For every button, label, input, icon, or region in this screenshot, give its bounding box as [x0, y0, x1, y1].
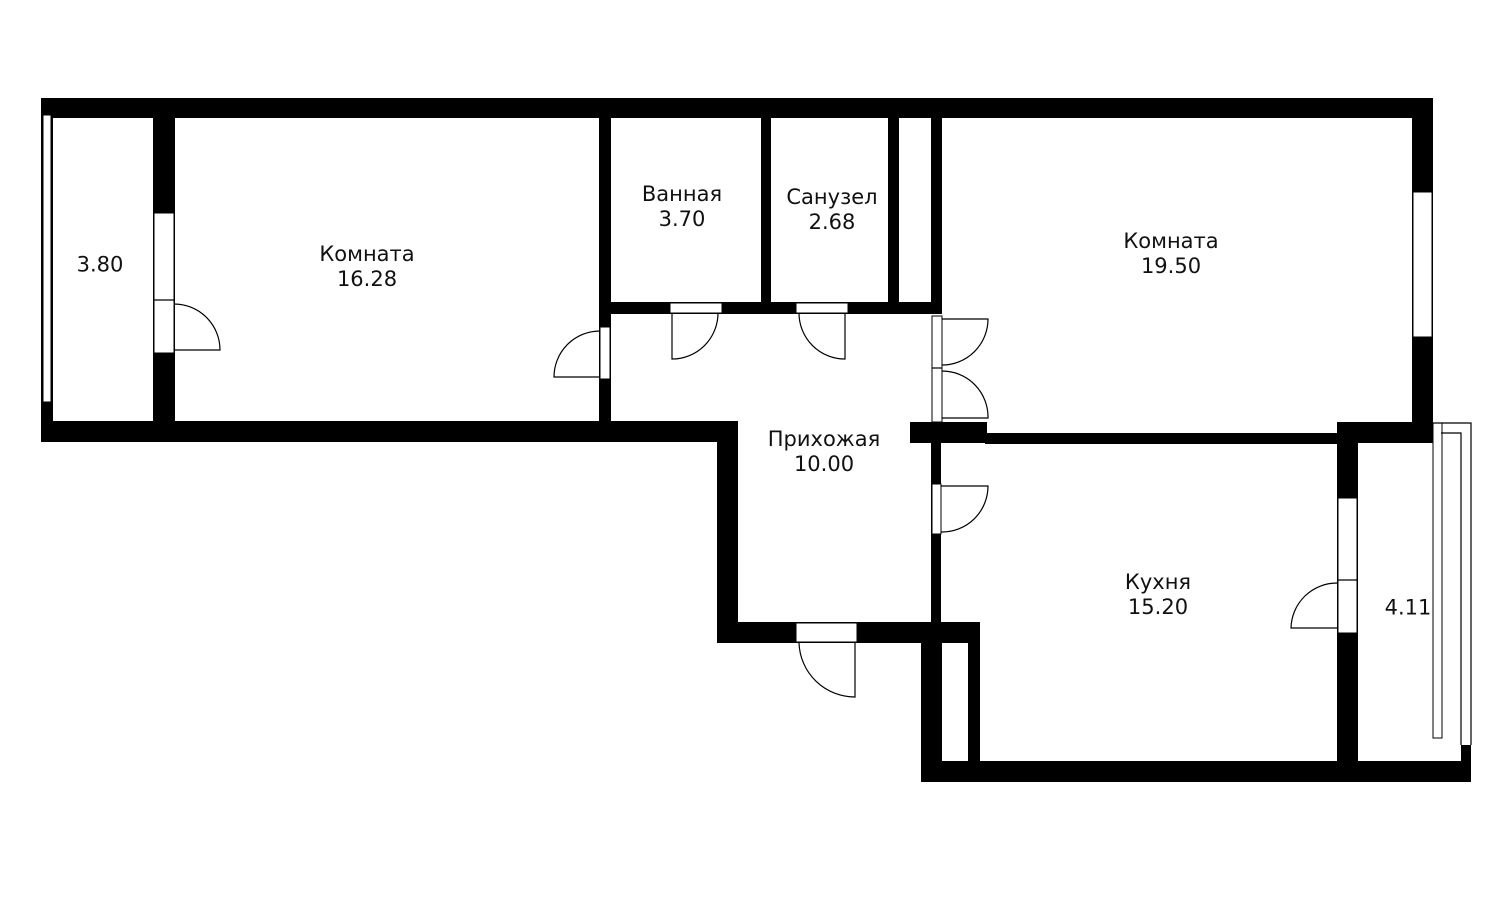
wall-balcony-right-bottom [1461, 745, 1471, 782]
wall-room1-east [599, 98, 611, 432]
wall-bottom-left [41, 421, 738, 442]
room-bedroom-1: Комната 16.28 [319, 242, 414, 292]
door-swing-toilet [798, 312, 846, 360]
door-swing-bath [671, 312, 719, 360]
room-area: 3.80 [76, 252, 124, 277]
room-name: Санузел [786, 185, 878, 209]
window-balcony-right [1432, 422, 1443, 739]
wall-toilet-closet [888, 98, 899, 312]
door-swing-room2-a [941, 318, 989, 366]
wall-niche-inner [968, 622, 980, 772]
wall-niche-outer [921, 622, 942, 782]
door-swing-room1 [553, 330, 601, 378]
wall-room2-kitchen [910, 422, 987, 443]
door-swing-balcony-right [1290, 582, 1338, 629]
wall-bottom-kitchen [921, 761, 1471, 782]
room-area: 2.68 [808, 210, 856, 234]
wall-top [41, 98, 1433, 118]
wall-bath-toilet [761, 98, 771, 312]
room-balcony-right: 4.11 [1385, 596, 1432, 621]
room-name: Комната [319, 242, 415, 266]
door-kitchen-opening [931, 483, 942, 535]
window-balcony-left [42, 114, 52, 403]
door-swing-entrance [798, 642, 856, 698]
door-bath-opening [669, 302, 723, 314]
room-name: Ванная [641, 182, 723, 206]
room-bathroom: Ванная 3.70 [642, 182, 722, 232]
wall-room2-kitchen-right [1338, 422, 1433, 443]
room-area: 10.00 [793, 452, 855, 476]
window-room2 [1412, 191, 1433, 338]
wall-room2-kitchen-thin [985, 433, 1345, 444]
room-area: 3.70 [658, 207, 706, 231]
entrance-door-opening [795, 622, 858, 643]
wall-hall-west [717, 421, 738, 641]
door-room2-opening [931, 315, 943, 423]
room-area: 15.20 [1127, 595, 1189, 619]
wall-room2-west [931, 98, 942, 313]
door-swing-balcony-left [173, 303, 221, 351]
room-hallway: Прихожая 10.00 [768, 427, 880, 477]
room-balcony-left: 3.80 [77, 253, 124, 278]
door-swing-kitchen [940, 485, 989, 533]
balcony-door-opening [153, 212, 175, 354]
door-swing-room2-b [941, 370, 989, 419]
room-toilet: Санузел 2.68 [786, 185, 877, 235]
room-area: 4.11 [1384, 595, 1432, 620]
room-bedroom-2: Комната 19.50 [1123, 229, 1218, 279]
room-area: 19.50 [1140, 254, 1202, 278]
room-area: 16.28 [336, 267, 398, 291]
balcony-right-door-opening [1337, 497, 1358, 634]
room-name: Кухня [1124, 570, 1192, 594]
door-room1-opening [599, 326, 611, 380]
room-kitchen: Кухня 15.20 [1125, 570, 1191, 620]
door-toilet-opening [795, 302, 849, 314]
room-name: Комната [1123, 229, 1219, 253]
room-name: Прихожая [767, 427, 881, 451]
